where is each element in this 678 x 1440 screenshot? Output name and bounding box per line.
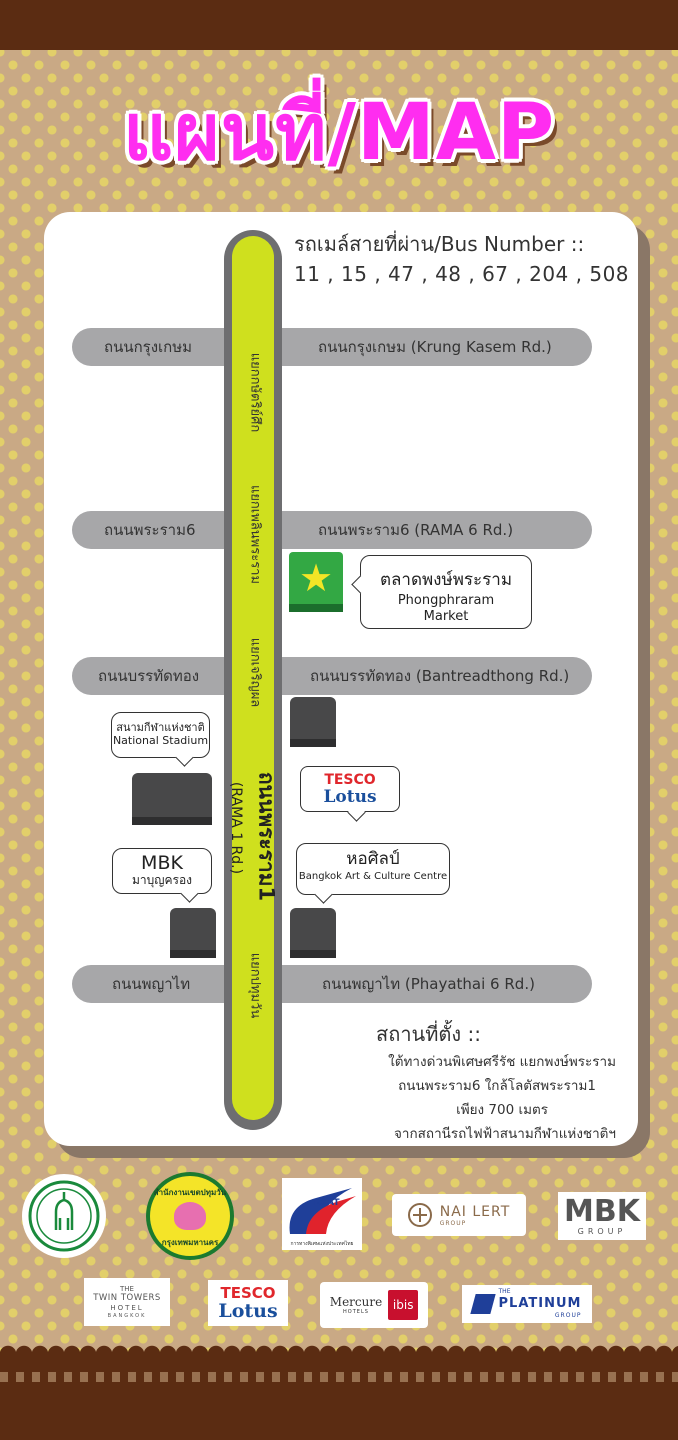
star-icon: ★ <box>298 556 334 600</box>
road-label-left: ถนนพระราม6 <box>104 521 196 539</box>
mercure-text: Mercure <box>329 1295 383 1309</box>
bma-emblem-logo <box>22 1174 106 1258</box>
bacc-english-name: Bangkok Art & Culture Centre <box>298 871 448 882</box>
address-line: จากสถานีรถไฟฟ้าสนามกีฬาแห่งชาติฯ <box>393 1126 616 1142</box>
building-block <box>290 697 336 747</box>
nai-lert-text: NAI LERT <box>439 1203 511 1220</box>
bus-number-title: รถเมล์สายที่ผ่าน/Bus Number :: <box>294 232 585 256</box>
nai-lert-subtext: GROUP <box>439 1219 467 1227</box>
rama-1-road-surface <box>232 236 274 1120</box>
pathumwan-top-text: สำนักงานเขตปทุมวัน <box>153 1188 227 1197</box>
page-title: แผนที่/MAP <box>122 88 556 178</box>
mbk-group-subtext: GROUP <box>577 1226 627 1236</box>
marker-base <box>289 604 343 612</box>
mbk-callout: MBK มาบุญครอง <box>112 848 212 894</box>
intersection-label: แยกเจริญผล <box>247 637 263 708</box>
mbk-title: MBK <box>141 852 183 874</box>
intersection-label: แยกกษัตริย์ศึก <box>247 352 263 433</box>
platinum-subtext: GROUP <box>554 1312 582 1319</box>
mercure-ibis-logo: Mercure HOTELS ibis <box>320 1282 428 1328</box>
exat-swoosh-icon <box>289 1188 356 1234</box>
twin-towers-hotel-logo: THE TWIN TOWERS HOTEL BANGKOK <box>84 1278 170 1326</box>
tesco-lotus-logo: TESCO Lotus <box>208 1280 288 1326</box>
rama-1-road <box>224 230 282 1130</box>
national-stadium-building <box>132 773 212 825</box>
road-krung-kasem: ถนนกรุงเกษม ถนนกรุงเกษม (Krung Kasem Rd.… <box>72 328 592 366</box>
road-label-left: ถนนพญาไท <box>112 975 191 993</box>
mbk-thai-name: มาบุญครอง <box>131 873 193 887</box>
road-label-right: ถนนกรุงเกษม (Krung Kasem Rd.) <box>318 338 552 356</box>
market-callout: ตลาดพงษ์พระราม Phongphraram Market <box>360 555 532 629</box>
bma-emblem-icon <box>28 1180 100 1252</box>
exat-logo: EXAT การทางพิเศษแห่งประเทศไทย <box>282 1178 362 1250</box>
twin-towers-name: TWIN TOWERS <box>93 1293 161 1303</box>
bottom-decorative-stripe <box>0 1372 678 1382</box>
mbk-group-text: MBK <box>564 1193 640 1229</box>
intersection-label: แยกเพลินพระราม <box>247 484 263 585</box>
tesco-text: TESCO <box>324 772 376 788</box>
bus-number-list: 11 , 15 , 47 , 48 , 67 , 204 , 508 <box>294 262 630 286</box>
mercure-subtext: HOTELS <box>343 1309 369 1315</box>
market-marker: ★ <box>289 552 343 612</box>
pathumwan-emblem: สำนักงานเขตปทุมวัน กรุงเทพมหานคร <box>150 1176 230 1256</box>
bacc-building <box>290 908 336 958</box>
market-english-name-2: Market <box>423 609 469 624</box>
pathumwan-district-logo: สำนักงานเขตปทุมวัน กรุงเทพมหานคร <box>146 1172 234 1260</box>
mbk-group-logo: MBK GROUP <box>558 1192 646 1240</box>
top-scallop-border <box>0 0 678 50</box>
main-road-label: ถนนพระราม1 <box>254 771 279 902</box>
exat-subtext: การทางพิเศษแห่งประเทศไทย <box>290 1241 354 1247</box>
platinum-emblem-icon <box>469 1294 496 1314</box>
platinum-text: PLATINUM <box>498 1296 582 1311</box>
platinum-group-logo: THE PLATINUM GROUP <box>462 1285 592 1323</box>
tesco-lotus-marker: TESCO Lotus <box>300 766 400 812</box>
nai-lert-logo: NAI LERT GROUP <box>392 1194 526 1236</box>
lotus-text: Lotus <box>323 787 377 807</box>
bottom-scallop-border <box>0 1342 678 1440</box>
twin-towers-the: THE <box>120 1285 134 1293</box>
twin-towers-city: BANGKOK <box>107 1313 147 1319</box>
road-rama-6: ถนนพระราม6 ถนนพระราม6 (RAMA 6 Rd.) <box>72 511 592 549</box>
stadium-thai-name: สนามกีฬาแห่งชาติ <box>116 721 205 734</box>
bacc-thai-name: หอศิลป์ <box>346 849 400 869</box>
tesco-logo-text: TESCO <box>220 1284 276 1302</box>
road-label-right: ถนนพระราม6 (RAMA 6 Rd.) <box>318 521 514 539</box>
address-line: ใต้ทางด่วนพิเศษศรีรัช แยกพงษ์พระราม <box>388 1054 616 1070</box>
exat-text: EXAT <box>314 1198 340 1208</box>
road-bantreadthong: ถนนบรรทัดทอง ถนนบรรทัดทอง (Bantreadthong… <box>72 657 592 695</box>
nai-lert-emblem-icon <box>407 1203 432 1227</box>
road-label-left: ถนนกรุงเกษม <box>104 338 193 356</box>
ibis-text: ibis <box>388 1290 419 1320</box>
platinum-the-text: THE <box>498 1288 511 1295</box>
pathumwan-bottom-text: กรุงเทพมหานคร <box>161 1238 219 1247</box>
bacc-callout: หอศิลป์ Bangkok Art & Culture Centre <box>296 843 450 895</box>
address-line: เพียง 700 เมตร <box>456 1102 548 1118</box>
road-phayathai: ถนนพญาไท ถนนพญาไท (Phayathai 6 Rd.) <box>72 965 592 1003</box>
intersection-label: แยกปทุมวัน <box>247 952 263 1019</box>
road-label-right: ถนนบรรทัดทอง (Bantreadthong Rd.) <box>310 667 570 685</box>
mbk-building <box>170 908 216 958</box>
market-english-name-1: Phongphraram <box>397 593 495 608</box>
address-title: สถานที่ตั้ง :: <box>376 1022 481 1046</box>
address-line: ถนนพระราม6 ใกล้โลตัสพระราม1 <box>398 1078 596 1094</box>
lotus-flower-icon <box>174 1202 206 1230</box>
twin-towers-hotel: HOTEL <box>110 1304 144 1312</box>
lotus-logo-text: Lotus <box>218 1300 278 1322</box>
road-label-right: ถนนพญาไท (Phayathai 6 Rd.) <box>322 975 535 993</box>
road-label-left: ถนนบรรทัดทอง <box>98 667 200 685</box>
main-road-english-label: (RAMA 1 Rd.) <box>228 781 244 875</box>
stadium-callout: สนามกีฬาแห่งชาติ National Stadium <box>111 712 210 758</box>
market-thai-name: ตลาดพงษ์พระราม <box>379 570 513 590</box>
stadium-english-name: National Stadium <box>112 734 209 747</box>
